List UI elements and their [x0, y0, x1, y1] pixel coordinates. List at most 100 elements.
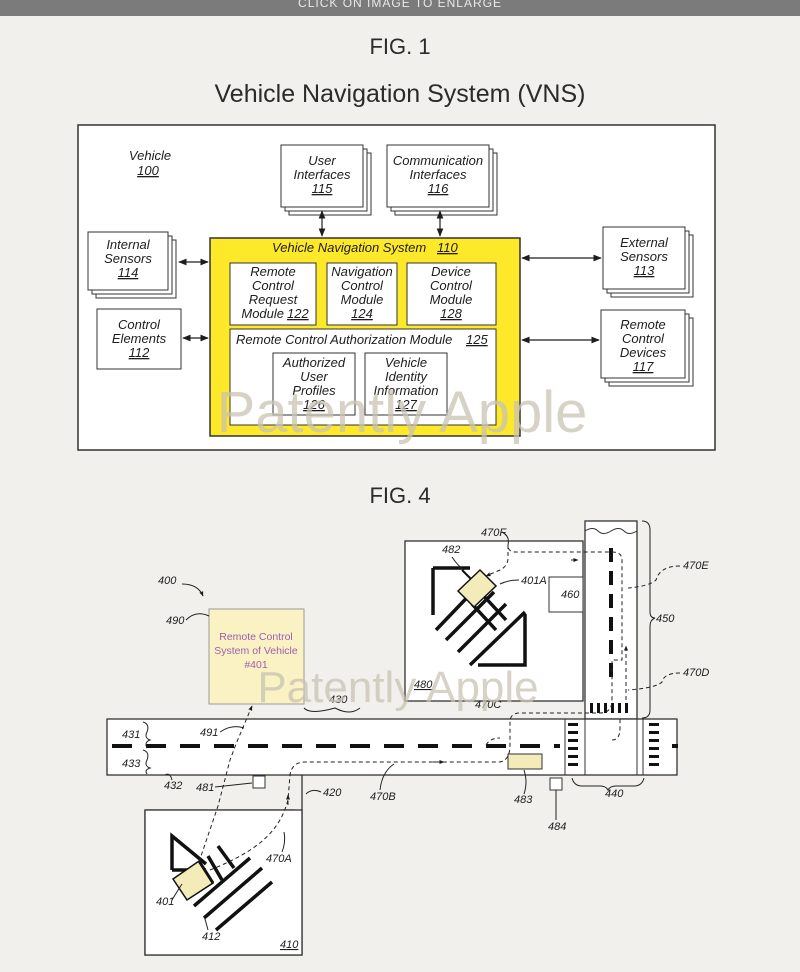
communication-interfaces-box: Communication Interfaces 116: [386, 144, 498, 216]
svg-text:Sensors: Sensors: [620, 249, 668, 264]
svg-text:Module: Module: [241, 306, 284, 321]
fig4-caption: FIG. 4: [369, 483, 431, 508]
svg-text:Identity: Identity: [385, 369, 428, 384]
svg-text:124: 124: [351, 306, 373, 321]
svg-text:Device: Device: [431, 264, 471, 279]
svg-text:117: 117: [633, 359, 654, 374]
svg-text:122: 122: [287, 306, 309, 321]
svg-text:Interfaces: Interfaces: [293, 167, 351, 182]
svg-text:Remote Control Authorization M: Remote Control Authorization Module: [236, 332, 452, 347]
svg-text:431: 431: [122, 729, 140, 741]
svg-text:Control: Control: [430, 278, 473, 293]
svg-text:Module: Module: [341, 292, 384, 307]
svg-text:480: 480: [414, 679, 433, 691]
building-460: [548, 576, 584, 613]
svg-text:Remote Control: Remote Control: [219, 631, 293, 643]
svg-text:Internal: Internal: [106, 237, 150, 252]
device-control-module: Device Control Module 128: [406, 262, 497, 326]
svg-text:Control: Control: [341, 278, 384, 293]
vehicle-label: Vehicle: [129, 148, 171, 163]
svg-text:110: 110: [437, 240, 458, 255]
vehicle-ref: 100: [137, 163, 159, 178]
vehicle-401A: [456, 568, 498, 609]
svg-text:401A: 401A: [521, 575, 547, 587]
svg-text:470E: 470E: [683, 560, 709, 572]
svg-text:Elements: Elements: [112, 331, 167, 346]
svg-text:Interfaces: Interfaces: [409, 167, 467, 182]
svg-text:412: 412: [202, 931, 220, 943]
svg-text:Control: Control: [622, 331, 665, 346]
svg-text:432: 432: [164, 780, 182, 792]
svg-text:Navigation: Navigation: [331, 264, 392, 279]
svg-text:410: 410: [280, 939, 299, 951]
control-elements-box: Control Elements 112: [96, 308, 182, 370]
svg-text:113: 113: [634, 263, 655, 278]
user-interfaces-box: User Interfaces 115: [280, 144, 372, 216]
svg-text:470C: 470C: [475, 699, 501, 711]
svg-text:128: 128: [440, 306, 462, 321]
svg-text:External: External: [620, 235, 669, 250]
svg-text:Information: Information: [373, 383, 438, 398]
svg-text:450: 450: [656, 613, 675, 625]
svg-text:470F: 470F: [481, 527, 507, 539]
svg-text:126: 126: [303, 397, 325, 412]
svg-text:Module: Module: [430, 292, 473, 307]
lot-480-parking-stripes: [431, 566, 527, 667]
svg-text:460: 460: [561, 589, 580, 601]
object-481: [252, 775, 266, 789]
svg-text:491: 491: [200, 727, 218, 739]
svg-text:400: 400: [158, 575, 177, 587]
svg-text:User: User: [308, 153, 336, 168]
svg-text:482: 482: [442, 544, 460, 556]
svg-text:114: 114: [118, 265, 139, 280]
vehicle-identity-information: Vehicle Identity Information 127: [364, 352, 448, 416]
fig1-diagram: Vehicle 100 User Interfaces 115 Communic…: [77, 124, 716, 451]
fig4-watermark: Patently Apple: [257, 663, 538, 712]
object-484: [549, 777, 563, 791]
remote-control-devices-box: Remote Control Devices 117: [600, 309, 694, 387]
svg-text:Control: Control: [252, 278, 295, 293]
fig1-caption: FIG. 1: [369, 34, 431, 59]
svg-text:470A: 470A: [266, 853, 292, 865]
rc-request-module: Remote Control Request Module 122: [229, 262, 317, 326]
svg-text:User: User: [300, 369, 328, 384]
svg-text:Request: Request: [249, 292, 299, 307]
svg-text:430: 430: [329, 694, 348, 706]
svg-text:440: 440: [605, 788, 624, 800]
top-banner[interactable]: CLICK ON IMAGE TO ENLARGE: [0, 0, 800, 16]
svg-text:125: 125: [466, 332, 488, 347]
svg-text:Communication: Communication: [393, 153, 483, 168]
svg-text:470D: 470D: [683, 667, 709, 679]
internal-sensors-box: Internal Sensors 114: [87, 231, 177, 299]
navigation-control-module: Navigation Control Module 124: [326, 262, 398, 326]
svg-text:116: 116: [428, 181, 449, 196]
svg-text:Authorized: Authorized: [282, 355, 346, 370]
fig1-title: Vehicle Navigation System (VNS): [214, 80, 586, 108]
vehicle-401: [171, 859, 215, 902]
road-430: [106, 718, 678, 776]
road-450: [584, 520, 638, 720]
svg-text:Remote: Remote: [620, 317, 666, 332]
fig4-diagram: Remote Control System of Vehicle #401 40…: [106, 520, 709, 956]
remote-control-system-box: Remote Control System of Vehicle #401: [208, 608, 305, 705]
banner-text: CLICK ON IMAGE TO ENLARGE: [298, 0, 502, 10]
svg-text:Remote: Remote: [250, 264, 296, 279]
svg-text:483: 483: [514, 794, 533, 806]
svg-text:420: 420: [323, 787, 342, 799]
svg-text:#401: #401: [244, 659, 268, 671]
svg-text:490: 490: [166, 615, 185, 627]
svg-text:Sensors: Sensors: [104, 251, 152, 266]
reference-numerals: 400 490 491 430 431 433 432 481 420 470B…: [122, 520, 709, 951]
svg-text:484: 484: [548, 821, 566, 833]
vehicle-483: [507, 753, 543, 770]
authorized-user-profiles: Authorized User Profiles 126: [272, 352, 356, 416]
svg-text:433: 433: [122, 758, 141, 770]
svg-text:127: 127: [395, 397, 417, 412]
svg-text:System of Vehicle: System of Vehicle: [214, 645, 298, 657]
svg-text:Profiles: Profiles: [292, 383, 336, 398]
svg-text:112: 112: [129, 345, 150, 360]
svg-text:Devices: Devices: [620, 345, 667, 360]
svg-text:Control: Control: [118, 317, 161, 332]
svg-text:401: 401: [156, 896, 174, 908]
